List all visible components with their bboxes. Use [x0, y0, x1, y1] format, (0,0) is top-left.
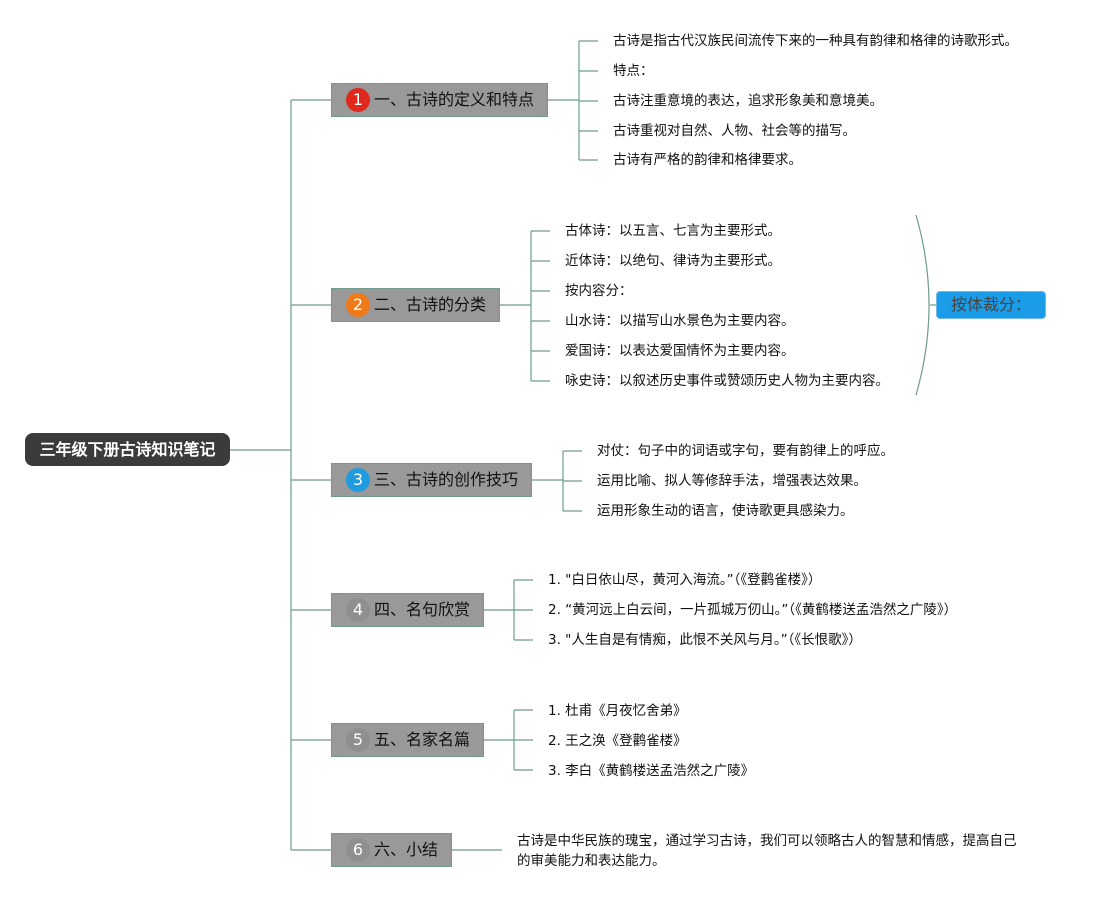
branch-2-item[interactable]: 咏史诗：以叙述历史事件或赞颂历史人物为主要内容。 — [565, 373, 889, 389]
branch-6-item[interactable]: 古诗是中华民族的瑰宝，通过学习古诗，我们可以领略古人的智慧和情感，提高自己的审美… — [517, 833, 1017, 869]
number-badge-3: 3 — [346, 468, 370, 492]
branch-3-label: 三、古诗的创作技巧 — [374, 470, 519, 489]
branch-1[interactable]: 1 一、古诗的定义和特点 — [331, 83, 548, 117]
branch-2-item[interactable]: 古体诗：以五言、七言为主要形式。 — [565, 223, 781, 239]
summary-tag[interactable]: 按体裁分： — [936, 291, 1046, 319]
root-topic[interactable]: 三年级下册古诗知识笔记 — [25, 433, 230, 466]
branch-4-item[interactable]: 1. "白日依山尽，黄河入海流。”（《登鹳雀楼》） — [548, 572, 822, 588]
branch-3-item[interactable]: 对仗：句子中的词语或字句，要有韵律上的呼应。 — [597, 443, 894, 459]
branch-2-item[interactable]: 爱国诗：以表达爱国情怀为主要内容。 — [565, 343, 795, 359]
summary-tag-label: 按体裁分： — [950, 295, 1031, 314]
branch-2-item[interactable]: 按内容分： — [565, 283, 633, 299]
branch-5-item[interactable]: 1. 杜甫《月夜忆舍弟》 — [548, 703, 687, 719]
branch-5-item[interactable]: 3. 李白《黄鹤楼送孟浩然之广陵》 — [548, 763, 755, 779]
number-badge-6: 6 — [346, 838, 370, 862]
branch-4[interactable]: 4 四、名句欣赏 — [331, 593, 484, 627]
branch-4-label: 四、名句欣赏 — [374, 600, 471, 619]
number-badge-4: 4 — [346, 598, 370, 622]
branch-3[interactable]: 3 三、古诗的创作技巧 — [331, 463, 532, 497]
branch-5-item[interactable]: 2. 王之涣《登鹳雀楼》 — [548, 733, 687, 749]
branch-2-label: 二、古诗的分类 — [374, 295, 487, 314]
branch-5-label: 五、名家名篇 — [374, 730, 471, 749]
branch-2[interactable]: 2 二、古诗的分类 — [331, 288, 500, 322]
branch-2-item[interactable]: 山水诗：以描写山水景色为主要内容。 — [565, 313, 795, 329]
branch-3-item[interactable]: 运用比喻、拟人等修辞手法，增强表达效果。 — [597, 473, 867, 489]
number-badge-5: 5 — [346, 728, 370, 752]
branch-4-item[interactable]: 3. "人生自是有情痴，此恨不关风与月。”（《长恨歌》） — [548, 632, 862, 648]
branch-5[interactable]: 5 五、名家名篇 — [331, 723, 484, 757]
branch-1-item[interactable]: 古诗有严格的韵律和格律要求。 — [613, 152, 802, 168]
branch-1-label: 一、古诗的定义和特点 — [374, 90, 535, 109]
number-badge-1: 1 — [346, 88, 370, 112]
branch-4-item[interactable]: 2. “黄河远上白云间，一片孤城万仞山。”（《黄鹤楼送孟浩然之广陵》） — [548, 602, 958, 618]
branch-6[interactable]: 6 六、小结 — [331, 833, 452, 867]
branch-1-item[interactable]: 特点： — [613, 63, 654, 79]
branch-6-label: 六、小结 — [374, 840, 439, 859]
number-badge-2: 2 — [346, 293, 370, 317]
branch-2-item[interactable]: 近体诗：以绝句、律诗为主要形式。 — [565, 253, 781, 269]
branch-3-item[interactable]: 运用形象生动的语言，使诗歌更具感染力。 — [597, 503, 854, 519]
branch-1-item[interactable]: 古诗重视对自然、人物、社会等的描写。 — [613, 123, 856, 139]
branch-1-item[interactable]: 古诗是指古代汉族民间流传下来的一种具有韵律和格律的诗歌形式。 — [613, 33, 1018, 49]
branch-1-item[interactable]: 古诗注重意境的表达，追求形象美和意境美。 — [613, 93, 883, 109]
root-title: 三年级下册古诗知识笔记 — [39, 440, 216, 459]
